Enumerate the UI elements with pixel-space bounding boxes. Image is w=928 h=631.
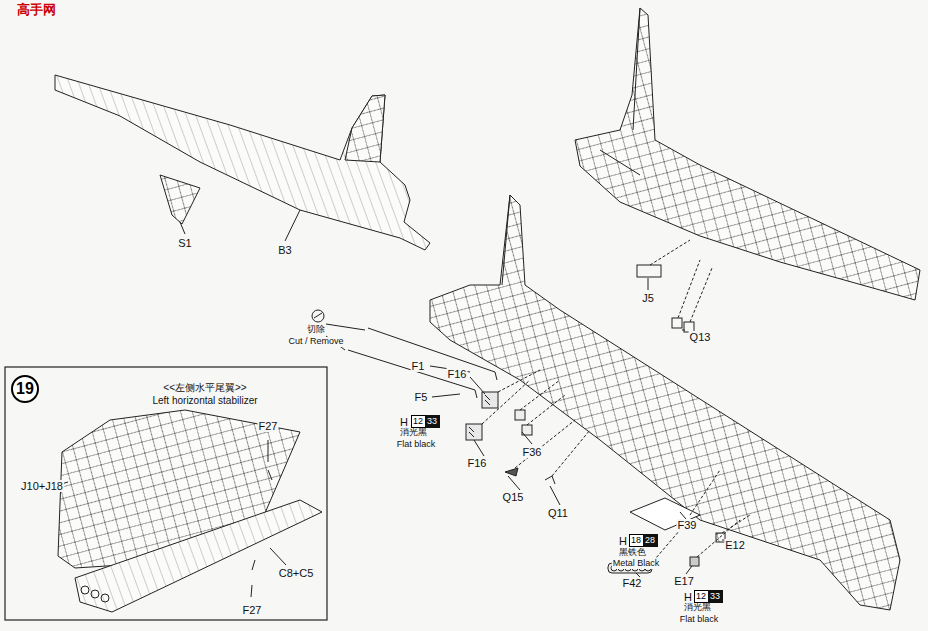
part-label: F42 (622, 577, 643, 589)
part-label: F27 (258, 420, 279, 432)
part-label: Left horizontal stabilizer (151, 395, 258, 406)
part-label: <<左侧水平尾翼>> (162, 382, 247, 393)
part-label: H (683, 591, 693, 603)
part-label: S1 (177, 237, 192, 249)
part-label: Flat black (396, 440, 437, 450)
part-label: J10+J18 (20, 480, 64, 492)
part-label: Cut / Remove (287, 337, 344, 347)
part-label: H (618, 535, 628, 547)
part-label: 消光黑 (399, 428, 428, 438)
step-number: 19 (11, 375, 39, 403)
part-label: F27 (242, 604, 263, 616)
node-text: 19 (16, 381, 34, 397)
color-code: 12 (411, 415, 426, 428)
part-label: 切除 (306, 325, 326, 335)
part-label: F16 (467, 457, 488, 469)
part-label: 消光黑 (683, 603, 712, 613)
node-text: 12 (413, 417, 423, 426)
color-code: 18 (629, 534, 644, 547)
node-text: 12 (696, 592, 706, 601)
node-text: 18 (631, 536, 641, 545)
part-label: F16 (447, 368, 468, 380)
part-label: 黑铁色 (618, 548, 647, 558)
color-code: 33 (708, 590, 723, 603)
part-label: Q15 (502, 491, 525, 503)
color-code: 33 (425, 415, 440, 428)
part-label: E17 (673, 575, 695, 587)
part-label: C8+C5 (278, 567, 315, 579)
part-label: F5 (414, 391, 429, 403)
node-text: 33 (427, 417, 437, 426)
part-label: Metal Black (612, 559, 661, 569)
part-label: F39 (677, 519, 698, 531)
part-label: J5 (641, 292, 655, 304)
part-label: F36 (522, 446, 543, 458)
node-text: 28 (645, 536, 655, 545)
part-label: Q13 (689, 331, 712, 343)
node-text: 33 (710, 592, 720, 601)
part-label: F1 (411, 360, 426, 372)
part-label: H (399, 416, 409, 428)
part-label: B3 (277, 244, 292, 256)
color-code: 28 (643, 534, 658, 547)
part-label: E12 (724, 539, 746, 551)
part-label: Flat black (679, 615, 720, 625)
part-label: Q11 (547, 507, 569, 519)
color-code: 12 (694, 590, 709, 603)
watermark: 高手网 (16, 3, 57, 17)
